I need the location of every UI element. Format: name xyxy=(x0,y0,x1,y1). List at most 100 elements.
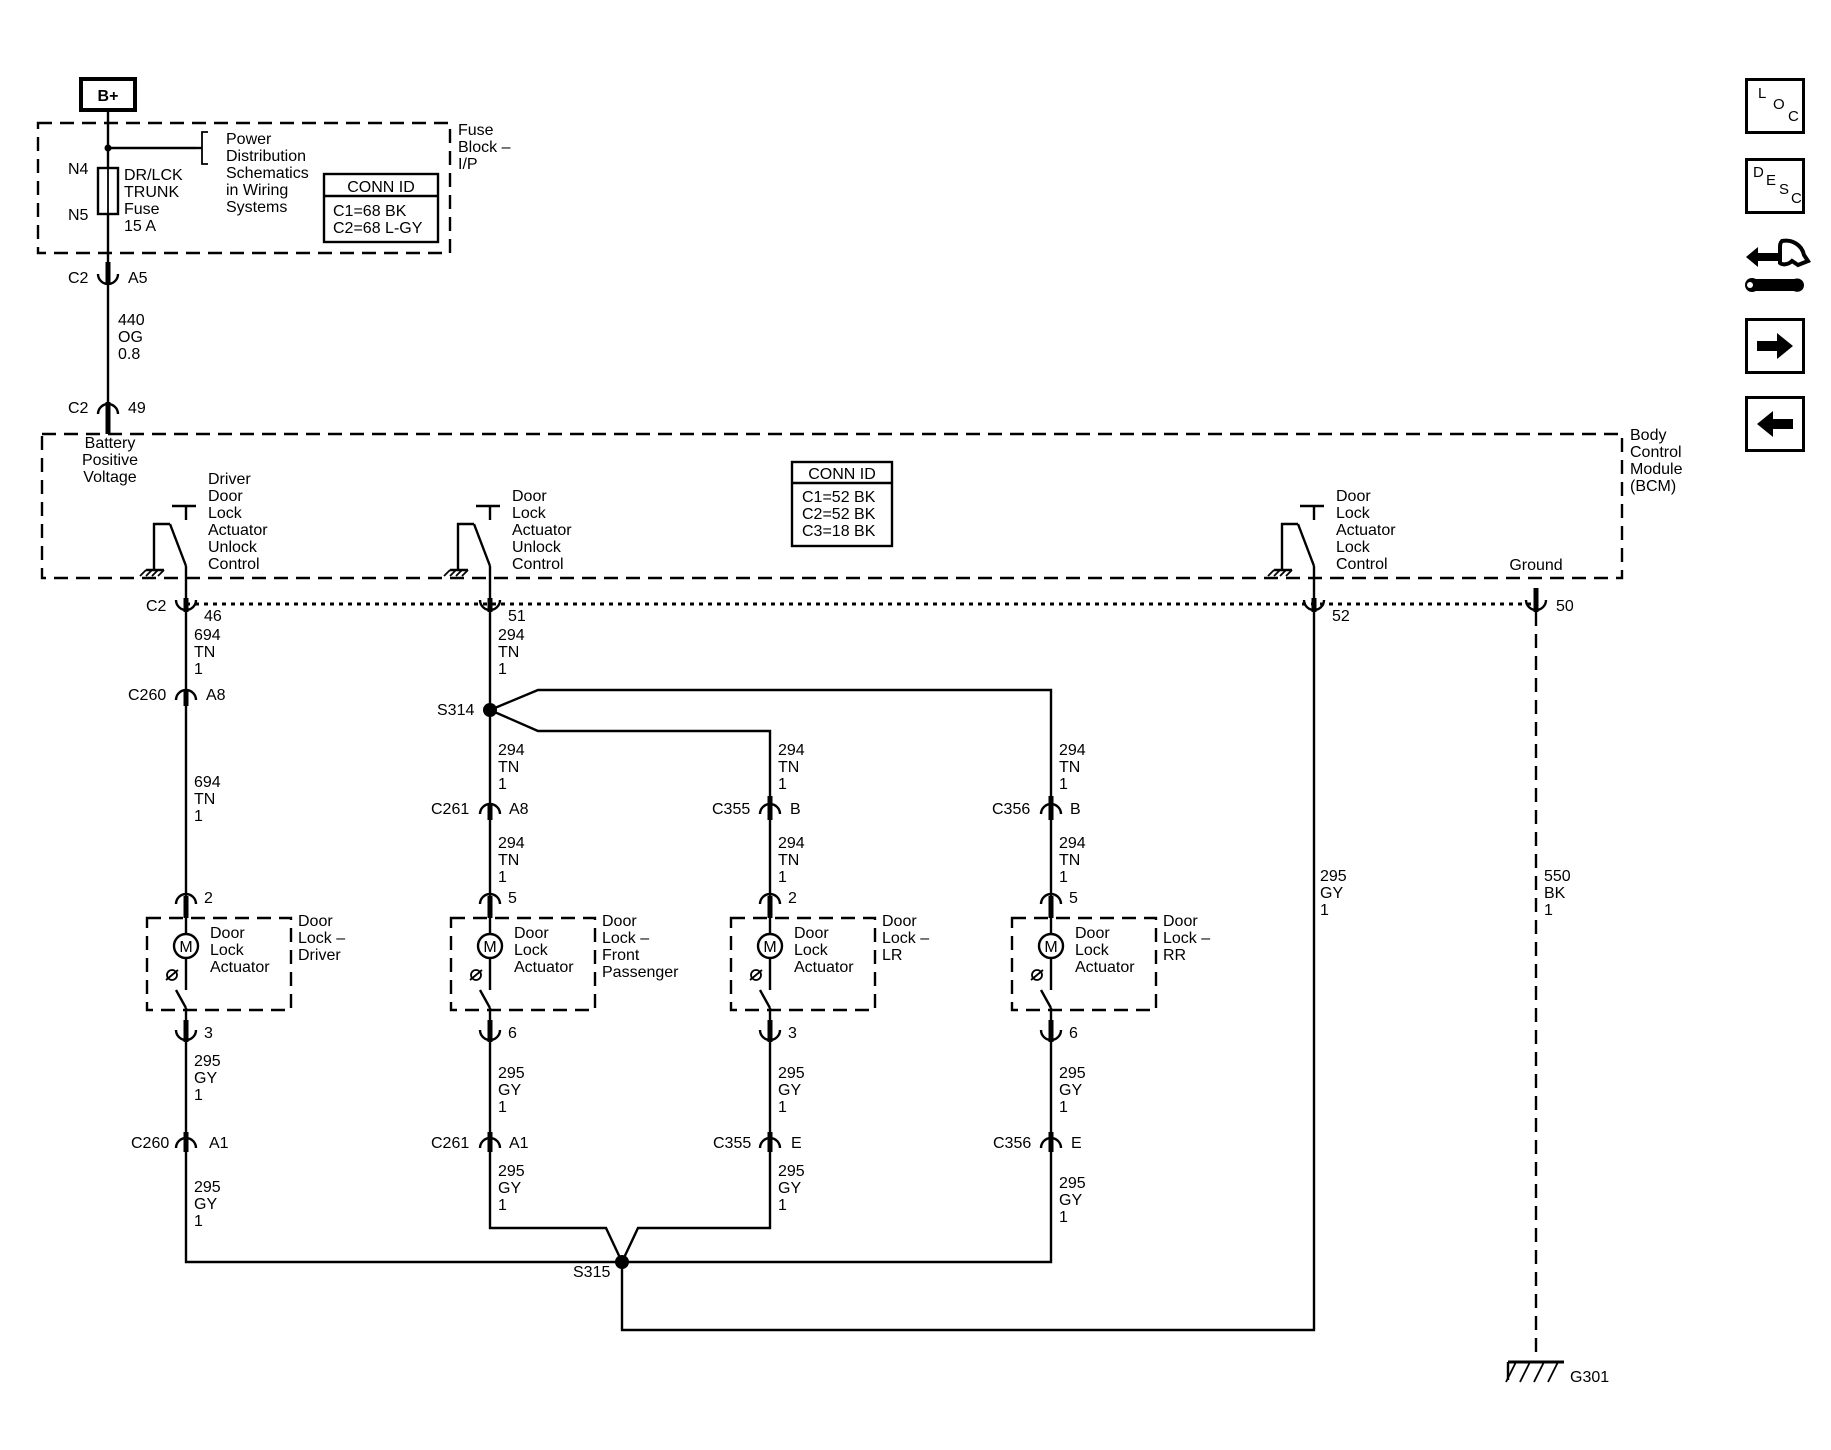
arrow-right-icon xyxy=(1757,333,1793,359)
connector-wrench-icon xyxy=(1745,238,1812,292)
actuator-component-boundary xyxy=(449,916,597,1012)
actuator-pin-in: 2 xyxy=(788,890,797,907)
loc-letter-c: C xyxy=(1788,108,1799,125)
wire-295-driver-to-s315 xyxy=(184,1152,622,1264)
splice-s314-label: S314 xyxy=(437,702,474,719)
wire-294-to-lr xyxy=(489,708,772,796)
loc-letter-o: O xyxy=(1773,96,1785,113)
actuator-pin-out: 3 xyxy=(788,1025,797,1042)
lock-switch xyxy=(1267,504,1324,598)
ref-bracket xyxy=(201,131,208,165)
actuator-pin-in: 5 xyxy=(508,890,517,907)
power-source-label: B+ xyxy=(98,88,119,105)
wire-294-to-rr xyxy=(489,688,1053,796)
wire-295-rr-to-s315 xyxy=(622,1152,1053,1264)
location-button[interactable]: L O C xyxy=(1745,78,1805,134)
actuator-pin-in: 5 xyxy=(1069,890,1078,907)
bcm-pin-51: 51 xyxy=(508,608,526,625)
fuse-block-conn-id-box xyxy=(322,172,440,244)
wire-295-lr-to-s315 xyxy=(620,1152,772,1263)
bcm-c2-conn-label: C2 xyxy=(146,598,167,615)
unlock-switch xyxy=(443,504,500,598)
wire-295-lock-control xyxy=(620,612,1316,1332)
previous-button[interactable] xyxy=(1745,396,1805,452)
wire-295-upper-group xyxy=(184,1042,1053,1132)
motor-symbol-label: M xyxy=(483,939,496,956)
bcm-boundary xyxy=(40,432,1624,580)
bcm-ground-label: Ground xyxy=(1509,557,1562,574)
bcm-pin-52: 52 xyxy=(1332,608,1350,625)
desc-letter-s: S xyxy=(1779,181,1790,198)
inline-connectors-top xyxy=(478,796,1063,820)
description-button[interactable]: D E S C xyxy=(1745,158,1805,214)
bcm-conn-id-box xyxy=(790,460,894,548)
fuse-out-pin: A5 xyxy=(128,270,148,287)
actuator-component-boundary xyxy=(1010,916,1158,1012)
splice-s315-label: S315 xyxy=(573,1264,610,1281)
arrow-left-icon xyxy=(1757,411,1793,437)
actuator-pin-out: 3 xyxy=(204,1025,213,1042)
actuator-pin-out: 6 xyxy=(1069,1025,1078,1042)
ground-g301-symbol xyxy=(1505,1360,1564,1383)
diagnostic-connector-button[interactable] xyxy=(1742,235,1812,299)
motor-symbol-label: M xyxy=(763,939,776,956)
wire-294-lower-group xyxy=(488,820,1053,896)
bcm-pin-46: 46 xyxy=(204,608,222,625)
next-button[interactable] xyxy=(1745,318,1805,374)
driver-unlock-switch xyxy=(139,504,196,598)
desc-letter-e: E xyxy=(1766,172,1777,189)
desc-letter-c: C xyxy=(1791,190,1802,207)
desc-letter-d: D xyxy=(1753,164,1764,181)
motor-symbol-label: M xyxy=(1044,939,1057,956)
actuator-pin-in: 2 xyxy=(204,890,213,907)
bcm-c2-pins xyxy=(174,588,1548,612)
bcm-feed-pin: 49 xyxy=(128,400,146,417)
bcm-conn-id-title: CONN ID xyxy=(808,466,876,483)
bcm-feed-conn: C2 xyxy=(68,400,89,417)
